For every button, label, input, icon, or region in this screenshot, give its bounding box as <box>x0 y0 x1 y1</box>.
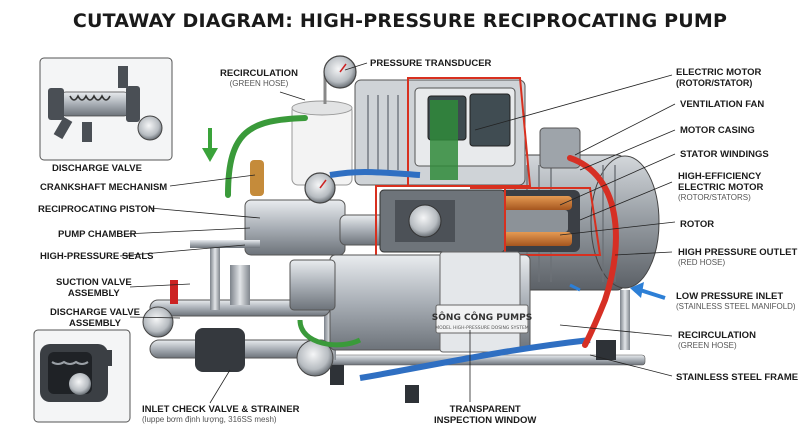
inspection-window-line1: TRANSPARENT <box>449 404 521 415</box>
label-stainless-steel-frame: STAINLESS STEEL FRAME <box>676 372 799 383</box>
control-housing <box>354 77 532 187</box>
label-motor-casing: MOTOR CASING <box>680 125 755 136</box>
label-crankshaft-mechanism: CRANKSHAFT MECHANISM <box>40 182 168 193</box>
discharge-valve-assembly-line2: ASSEMBLY <box>69 318 121 329</box>
inspection-window-line2: INSPECTION WINDOW <box>434 415 537 426</box>
high-efficiency-sub: (ROTOR/STATORS) <box>678 193 751 202</box>
electric-motor-text: ELECTRIC MOTOR <box>676 67 762 78</box>
suction-valve-line2: ASSEMBLY <box>67 288 120 299</box>
electric-motor-sub: (ROTOR/STATOR) <box>676 78 753 88</box>
inset-discharge-valve <box>39 57 173 161</box>
label-low-pressure-inlet: LOW PRESSURE INLET (STAINLESS STEEL MANI… <box>676 291 796 312</box>
label-electric-motor: ELECTRIC MOTOR (ROTOR/STATOR) <box>676 67 761 88</box>
recirculation-right-text: RECIRCULATION <box>678 330 756 341</box>
low-pressure-inlet-sub: (STAINLESS STEEL MANIFOLD) <box>676 302 796 311</box>
recirculation-top-text: RECIRCULATION <box>220 68 298 79</box>
label-high-efficiency-motor: HIGH-EFFICIENCY ELECTRIC MOTOR (ROTOR/ST… <box>678 171 763 203</box>
blue-flow-arrow <box>569 282 666 300</box>
label-discharge-valve: DISCHARGE VALVE <box>52 163 142 174</box>
diagram-title: CUTAWAY DIAGRAM: HIGH-PRESSURE RECIPROCA… <box>72 10 728 32</box>
label-reciprocating-piston: RECIPROCATING PISTON <box>38 204 155 215</box>
blue-hose-top <box>329 168 421 178</box>
high-pressure-outlet-sub: (RED HOSE) <box>678 258 726 267</box>
piping <box>142 240 336 377</box>
green-hose-bottom <box>297 319 362 348</box>
recirculation-right-sub: (GREEN HOSE) <box>678 341 737 350</box>
nameplate-line1: SÔNG CÔNG PUMPS <box>432 311 532 323</box>
nameplate: SÔNG CÔNG PUMPS MODEL HIGH-PRESSURE DOSI… <box>432 304 532 334</box>
leader-lines <box>119 62 676 404</box>
inlet-check-valve-body <box>195 328 245 372</box>
inlet-check-valve-sub: (luppe bơm định lượng, 316SS mesh) <box>142 415 277 424</box>
label-recirculation-top: RECIRCULATION (GREEN HOSE) <box>220 68 298 89</box>
label-inspection-window: TRANSPARENT INSPECTION WINDOW <box>434 404 536 426</box>
high-efficiency-line2: ELECTRIC MOTOR <box>678 182 764 193</box>
label-ventilation-fan: VENTILATION FAN <box>680 99 765 110</box>
label-pump-chamber: PUMP CHAMBER <box>58 229 137 240</box>
label-discharge-valve-assembly: DISCHARGE VALVE ASSEMBLY <box>50 307 140 329</box>
pump-head <box>244 160 506 259</box>
green-hose-top <box>225 115 308 198</box>
label-pressure-transducer: PRESSURE TRANSDUCER <box>370 58 492 69</box>
red-hose <box>567 155 619 348</box>
low-pressure-inlet-text: LOW PRESSURE INLET <box>676 291 784 302</box>
green-flow-arrow <box>202 128 218 162</box>
label-suction-valve-assembly: SUCTION VALVE ASSEMBLY <box>56 277 132 299</box>
label-inlet-check-valve: INLET CHECK VALVE & STRAINER (luppe bơm … <box>142 404 299 425</box>
label-high-pressure-outlet: HIGH PRESSURE OUTLET (RED HOSE) <box>678 247 797 268</box>
label-rotor: ROTOR <box>680 219 715 230</box>
transparent-inspection-window <box>439 251 521 353</box>
discharge-valve-assembly-line1: DISCHARGE VALVE <box>50 307 140 318</box>
high-efficiency-line1: HIGH-EFFICIENCY <box>678 171 762 182</box>
inset-discharge-valve-assembly <box>33 329 131 423</box>
suction-valve-line1: SUCTION VALVE <box>56 277 132 288</box>
inlet-check-valve-text: INLET CHECK VALVE & STRAINER <box>142 404 300 415</box>
label-recirculation-right: RECIRCULATION (GREEN HOSE) <box>678 330 756 351</box>
blue-hose-bottom <box>359 337 591 381</box>
recirculation-top-sub: (GREEN HOSE) <box>229 79 289 88</box>
pump-body <box>329 251 531 353</box>
high-pressure-outlet-text: HIGH PRESSURE OUTLET <box>678 247 798 258</box>
nameplate-line2: MODEL HIGH-PRESSURE DOSING SYSTEM <box>435 325 528 331</box>
label-high-pressure-seals: HIGH-PRESSURE SEALS <box>40 251 154 262</box>
reservoir-tank <box>291 55 357 186</box>
label-stator-windings: STATOR WINDINGS <box>680 149 769 160</box>
